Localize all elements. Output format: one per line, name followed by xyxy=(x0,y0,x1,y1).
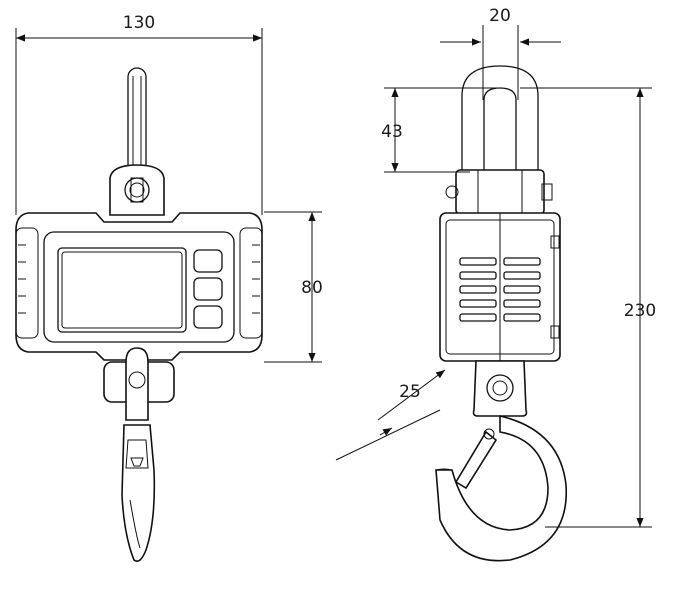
scale-button-1 xyxy=(193,249,223,273)
dim-shackle-width: 20 xyxy=(440,6,561,100)
scale-button-3 xyxy=(193,305,223,329)
dim-shackle-width-label: 20 xyxy=(489,6,511,26)
dim-overall-width: 130 xyxy=(15,13,263,215)
front-hook xyxy=(103,347,175,563)
dim-body-height-label: 80 xyxy=(301,278,323,298)
front-shackle xyxy=(109,67,165,216)
display-window xyxy=(57,247,187,333)
dim-hook-opening-label: 25 xyxy=(399,382,421,402)
side-body xyxy=(439,212,561,362)
dim-hook-opening: 25 xyxy=(335,369,446,461)
dim-shackle-height-label: 43 xyxy=(381,122,403,142)
dim-total-height: 230 xyxy=(520,87,656,528)
side-view: 20 43 230 25 xyxy=(335,6,656,562)
dim-total-height-label: 230 xyxy=(624,301,656,321)
dim-body-height: 80 xyxy=(264,211,323,363)
scale-button-2 xyxy=(193,277,223,301)
dim-overall-width-label: 130 xyxy=(123,13,155,33)
side-hook xyxy=(435,360,567,562)
dim-shackle-height: 43 xyxy=(381,87,500,173)
front-view: 130 80 xyxy=(15,13,323,563)
front-body xyxy=(15,212,263,361)
